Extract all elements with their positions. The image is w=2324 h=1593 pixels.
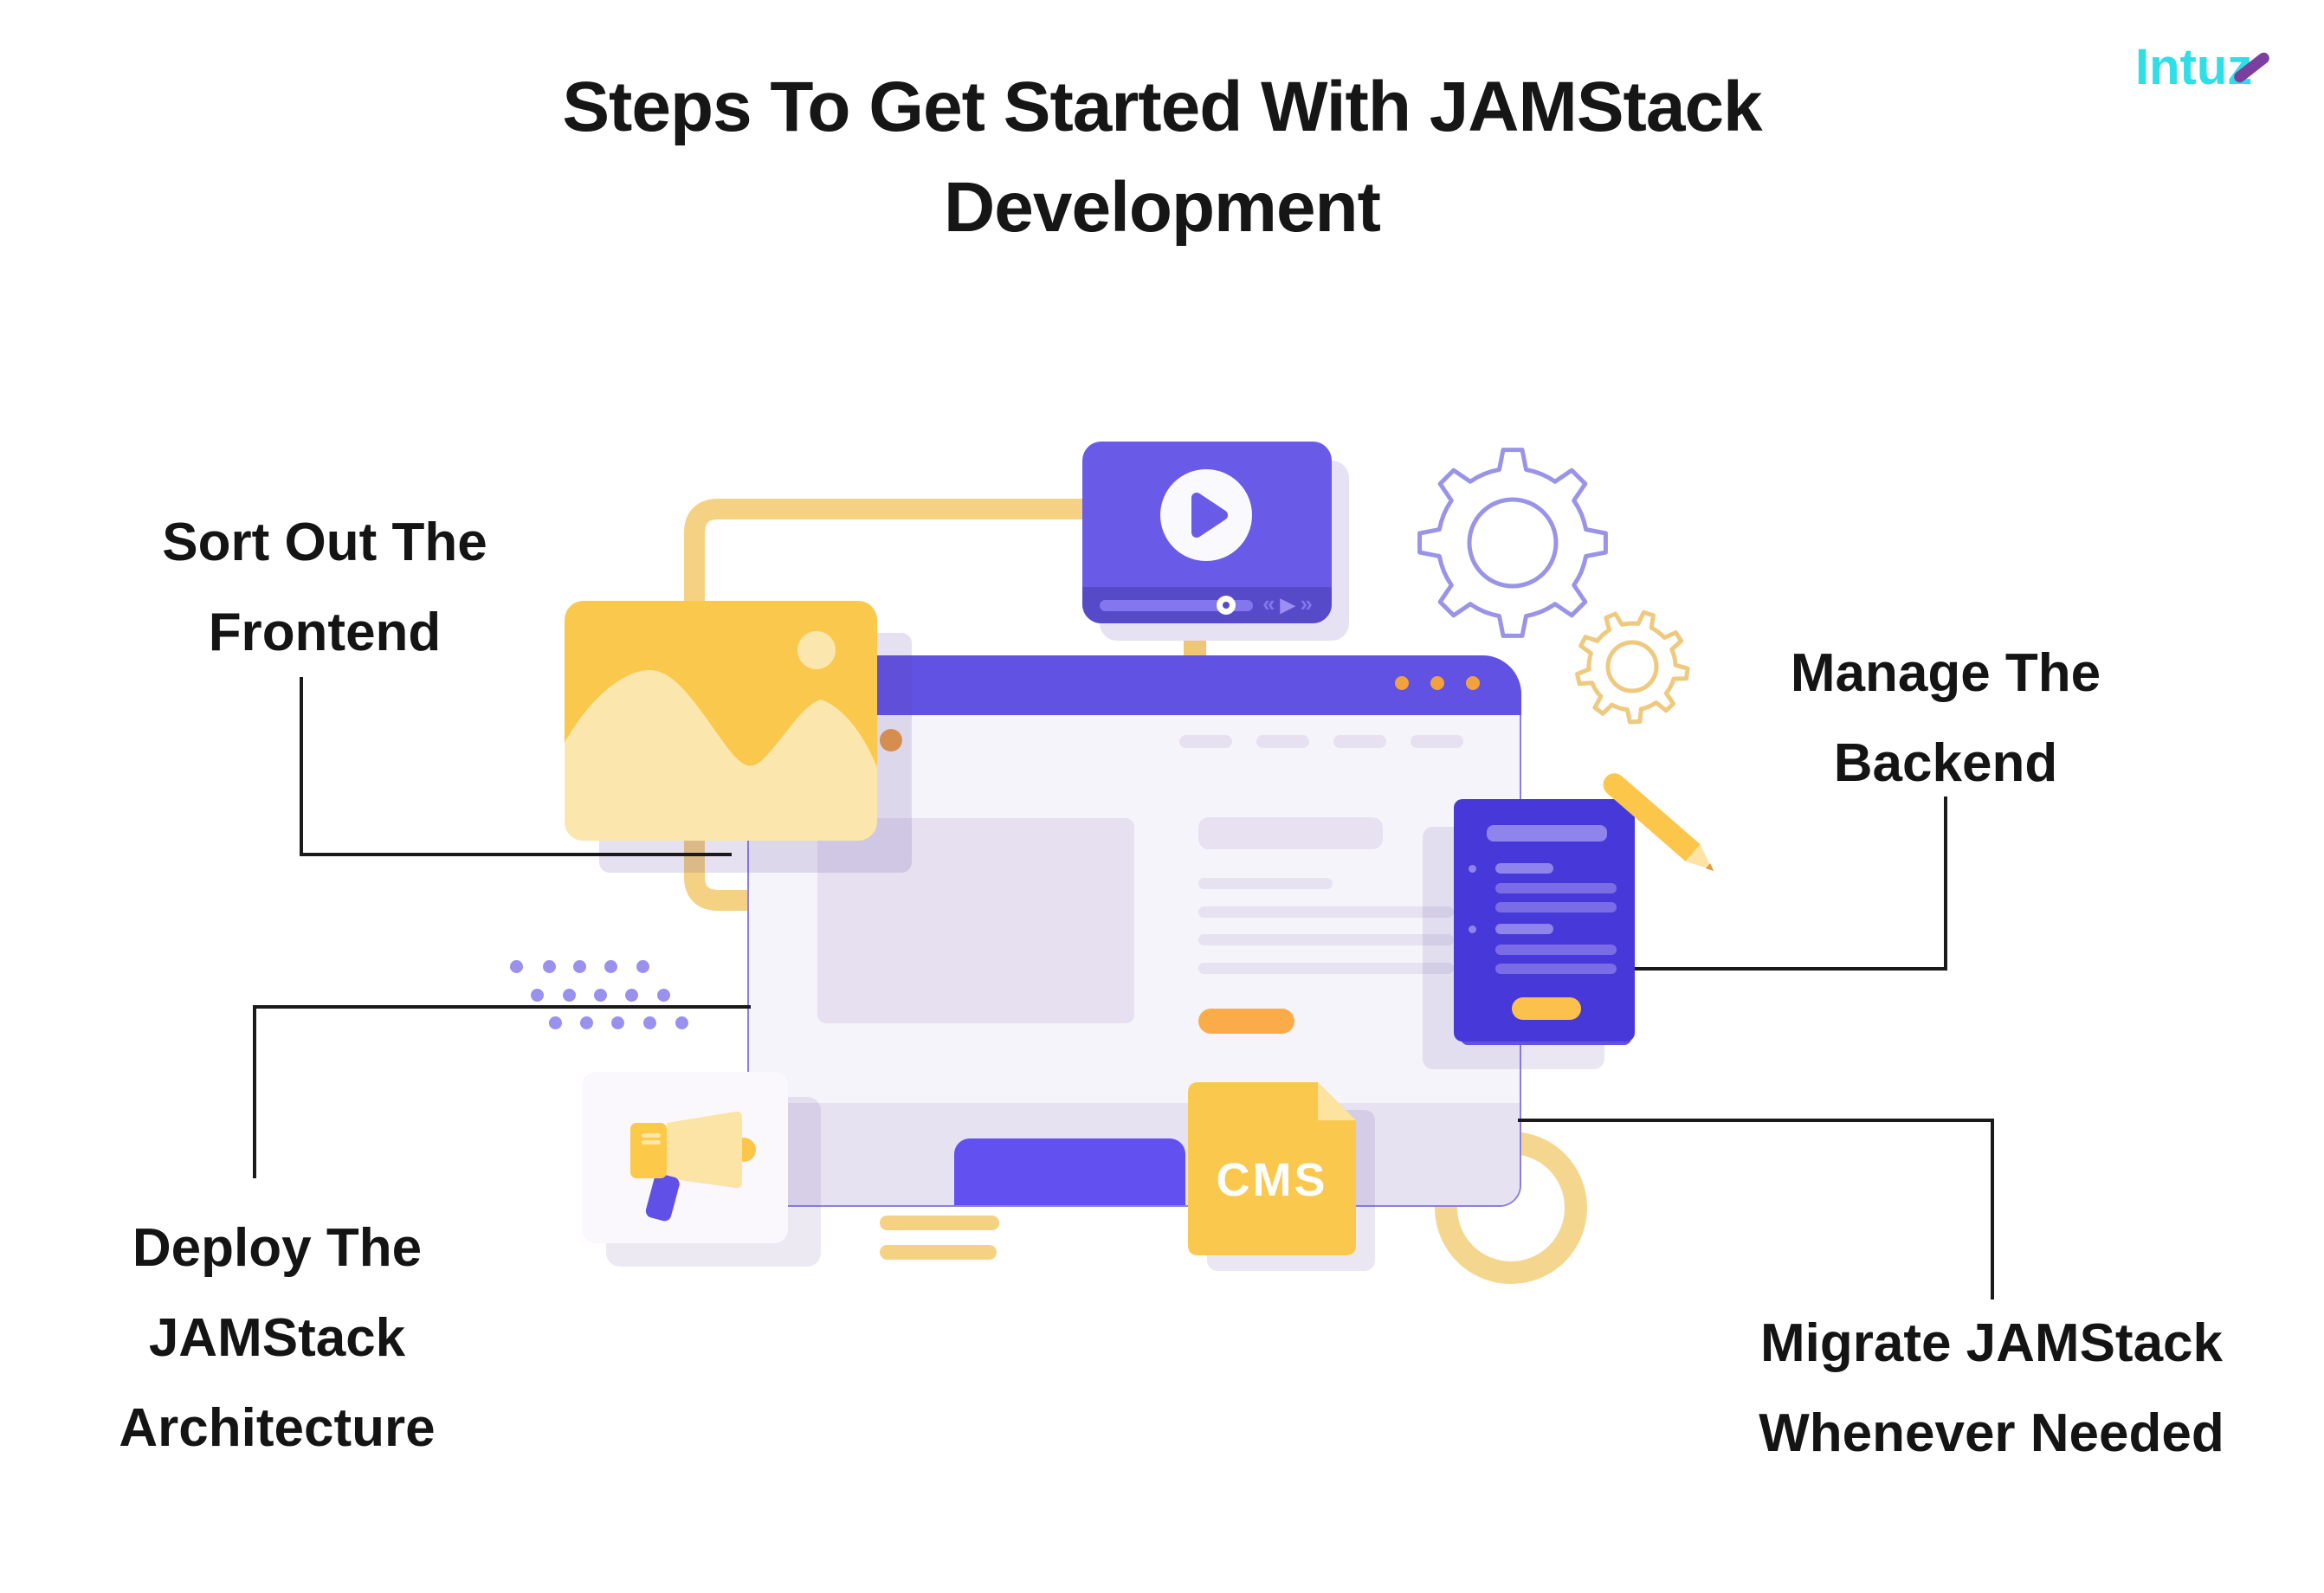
play-icon xyxy=(1191,493,1228,538)
connector-backend xyxy=(1635,796,1947,971)
image-icon xyxy=(565,631,877,841)
browser-window xyxy=(747,655,1521,1207)
doc-bullet xyxy=(1469,865,1476,873)
video-player: «▶» xyxy=(1082,442,1332,623)
heading-placeholder xyxy=(1198,817,1383,849)
cta-button[interactable] xyxy=(1198,1009,1294,1034)
text-line xyxy=(1198,878,1333,889)
forward-icon[interactable]: » xyxy=(1300,590,1318,616)
text-line xyxy=(1198,963,1454,974)
yellow-bar-2 xyxy=(880,1245,997,1260)
doc-line xyxy=(1495,902,1617,913)
video-progress-bar[interactable] xyxy=(1100,596,1253,615)
video-progress-knob[interactable] xyxy=(1217,596,1236,615)
doc-bullet xyxy=(1469,925,1476,933)
page-title: Steps To Get Started With JAMStack Devel… xyxy=(0,57,2324,258)
nav-item-2[interactable] xyxy=(1256,735,1309,748)
gear-large-icon xyxy=(1417,448,1608,638)
doc-line xyxy=(1495,863,1553,874)
play-small-icon[interactable]: ▶ xyxy=(1280,594,1301,616)
window-dot-1[interactable] xyxy=(1395,676,1409,690)
video-transport-controls[interactable]: «▶» xyxy=(1262,590,1318,617)
cms-label: CMS xyxy=(1216,1154,1328,1206)
connector-deploy xyxy=(253,1005,751,1178)
doc-title-placeholder xyxy=(1487,825,1607,842)
nav-item-4[interactable] xyxy=(1411,735,1463,748)
hero-image-placeholder xyxy=(817,818,1134,1023)
image-card xyxy=(565,601,877,841)
megaphone-icon xyxy=(667,1111,756,1189)
cms-file: CMS xyxy=(1188,1082,1356,1255)
brand-logo-text: Intuz xyxy=(2135,39,2253,95)
brand-logo[interactable]: Intuz xyxy=(2135,38,2308,95)
nav-item-1[interactable] xyxy=(1179,735,1232,748)
doc-line xyxy=(1495,945,1617,955)
window-dot-2[interactable] xyxy=(1430,676,1444,690)
megaphone-body xyxy=(630,1123,667,1178)
nav-item-3[interactable] xyxy=(1333,735,1386,748)
doc-yellow-button[interactable] xyxy=(1512,997,1581,1020)
page-title-line1: Steps To Get Started With JAMStack xyxy=(562,68,1762,146)
footer-purple-button[interactable] xyxy=(954,1138,1185,1205)
doc-line xyxy=(1495,964,1617,974)
doc-line xyxy=(1495,924,1553,934)
text-line xyxy=(1198,934,1454,945)
gears-group xyxy=(1417,448,1690,725)
yellow-bar-1 xyxy=(880,1216,999,1230)
file-icon xyxy=(1188,1082,1356,1255)
video-control-bar: «▶» xyxy=(1082,587,1332,623)
connector-migrate xyxy=(1518,1119,1994,1300)
page-title-line2: Development xyxy=(944,168,1381,247)
backend-document xyxy=(1454,799,1635,1042)
window-dot-3[interactable] xyxy=(1466,676,1480,690)
doc-line xyxy=(1495,883,1617,893)
rewind-icon[interactable]: « xyxy=(1262,590,1281,616)
connector-frontend xyxy=(300,677,732,856)
text-line xyxy=(1198,906,1454,918)
gear-small-icon xyxy=(1575,609,1690,725)
notification-dot xyxy=(880,729,902,751)
play-button[interactable] xyxy=(1160,469,1252,561)
